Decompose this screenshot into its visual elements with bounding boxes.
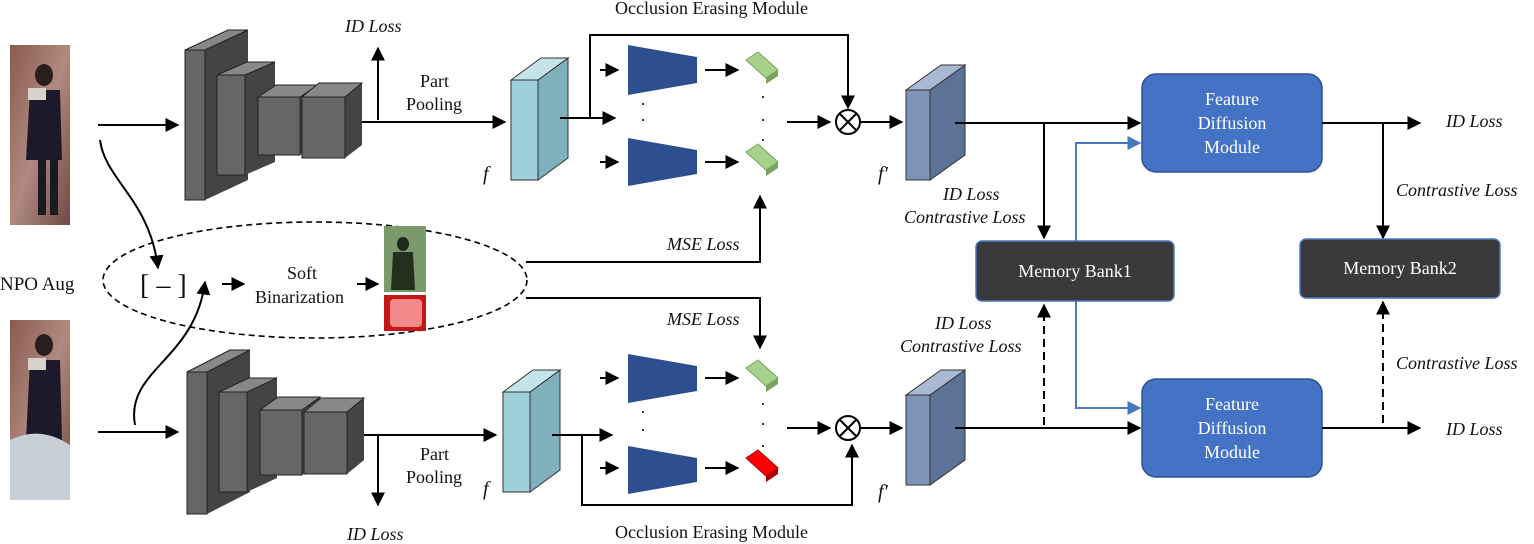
- mse-loss-bottom: MSE Loss: [666, 309, 740, 329]
- id-loss-bottom-left: ID Loss: [346, 524, 404, 544]
- part-top-dots: ·: [760, 87, 766, 107]
- blue-arrow-to-fdm-bottom: [1075, 301, 1142, 415]
- npo-aug-ellipse: [102, 221, 528, 339]
- contrastive-loss-right-bottom: Contrastive Loss: [1396, 353, 1518, 373]
- soft-mask-image: [384, 226, 426, 292]
- feature-f-top: [509, 57, 570, 181]
- arrow-mse-loss-bottom: [526, 297, 767, 350]
- blue-arrow-to-fdm-top: [1075, 136, 1142, 241]
- npo-aug-label: NPO Aug: [0, 274, 75, 295]
- id-loss-right-top: ID Loss: [1445, 111, 1503, 131]
- fc-bottom-dots: ·: [640, 402, 646, 422]
- oem-bottom-bypass-arrow: [581, 435, 859, 506]
- part-top-dots-3: ·: [760, 130, 766, 150]
- input-image-top: [10, 45, 70, 225]
- feature-f-bottom: [501, 369, 562, 493]
- cnn-backbone-bottom: [186, 349, 366, 515]
- memory-bank2-label: Memory Bank2: [1343, 258, 1456, 278]
- feature-fprime-bottom: [904, 369, 967, 486]
- part-top-dots-2: ·: [760, 110, 766, 130]
- cnn-backbone-top: [184, 29, 364, 201]
- binary-mask-image: [384, 295, 426, 331]
- part-pooling-top-line2: Pooling: [406, 94, 462, 114]
- fc-top-dots: ·: [640, 94, 646, 114]
- arrow-top-to-aug: [99, 139, 164, 270]
- fc-top-2: [628, 138, 697, 186]
- feature-diffusion-module-bottom: Feature Diffusion Module: [1141, 378, 1323, 478]
- crop-symbol: [ – ]: [140, 270, 187, 301]
- part-pooling-bottom-line1: Part: [420, 444, 449, 464]
- multiply-top: [835, 109, 861, 135]
- id-loss-top-left: ID Loss: [344, 16, 402, 36]
- contrastive-loss-mid-top: Contrastive Loss: [904, 207, 1026, 227]
- memory-bank2: Memory Bank2: [1299, 238, 1501, 299]
- part-pooling-bottom-line2: Pooling: [406, 467, 462, 487]
- feature-diffusion-module-top: Feature Diffusion Module: [1141, 73, 1323, 173]
- feature-f-top-label: f: [483, 163, 491, 185]
- mse-loss-top: MSE Loss: [666, 234, 740, 254]
- fdm-top-line1: Feature: [1205, 89, 1259, 109]
- oem-bottom-label: Occlusion Erasing Module: [615, 522, 808, 542]
- part-feature-top-2: [745, 143, 779, 176]
- part-bottom-dots-3: ·: [760, 436, 766, 456]
- fc-top-dots-2: ·: [640, 110, 646, 130]
- fc-bottom-1: [628, 354, 697, 403]
- fdm-top-line3: Module: [1204, 137, 1260, 157]
- arrow-aug-to-bottom: [133, 280, 211, 426]
- contrastive-loss-mid-bottom: Contrastive Loss: [900, 336, 1022, 356]
- fdm-bottom-line1: Feature: [1205, 394, 1259, 414]
- memory-bank1-label: Memory Bank1: [1018, 261, 1131, 281]
- memory-bank1: Memory Bank1: [975, 240, 1175, 302]
- oem-top-bypass-arrow: [589, 34, 855, 118]
- contrastive-loss-right-top: Contrastive Loss: [1396, 180, 1518, 200]
- soft-label-line2: Binarization: [255, 287, 344, 307]
- part-feature-bottom-1: [745, 359, 779, 392]
- id-loss-right-bottom: ID Loss: [1445, 419, 1503, 439]
- fc-bottom-dots-2: ·: [640, 420, 646, 440]
- feature-fprime-top-label: f′: [878, 163, 889, 185]
- id-loss-mid-top: ID Loss: [942, 184, 1000, 204]
- input-image-bottom: [10, 320, 70, 500]
- part-feature-top-1: [745, 51, 779, 84]
- feature-fprime-bottom-label: f′: [878, 481, 889, 503]
- id-loss-mid-bottom: ID Loss: [934, 313, 992, 333]
- multiply-bottom: [835, 415, 861, 441]
- part-pooling-top-line1: Part: [420, 71, 449, 91]
- feature-fprime-top: [904, 64, 967, 181]
- part-bottom-dots: ·: [760, 394, 766, 414]
- fdm-bottom-line2: Diffusion: [1198, 418, 1267, 438]
- fc-top-1: [628, 45, 697, 95]
- fdm-bottom-line3: Module: [1204, 442, 1260, 462]
- soft-label-line1: Soft: [287, 263, 317, 283]
- arrow-mse-loss-top: [526, 194, 767, 263]
- feature-f-bottom-label: f: [483, 478, 491, 500]
- fc-bottom-2: [628, 446, 697, 494]
- fdm-top-line2: Diffusion: [1198, 113, 1267, 133]
- part-feature-bottom-occluded: [745, 449, 779, 482]
- oem-top-label: Occlusion Erasing Module: [615, 0, 808, 18]
- part-bottom-dots-2: ·: [760, 414, 766, 434]
